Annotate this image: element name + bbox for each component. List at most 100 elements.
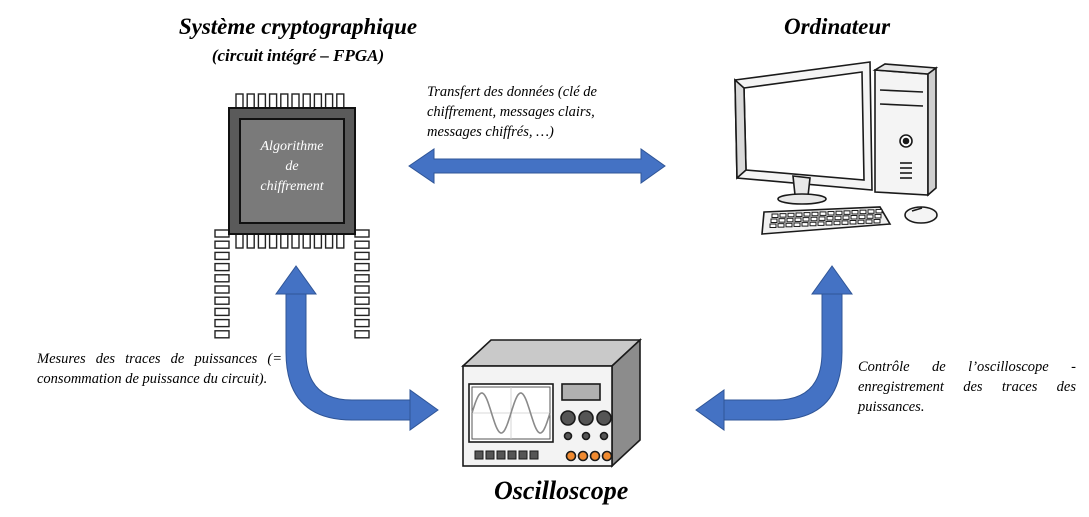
oscilloscope-button	[507, 450, 517, 460]
chip-pin	[235, 233, 244, 249]
keyboard-key	[834, 215, 842, 221]
keyboard-key	[843, 210, 851, 215]
oscilloscope-button	[529, 450, 539, 460]
keyboard-key	[826, 216, 834, 221]
chip-pin	[268, 93, 278, 109]
keyboard-key	[795, 212, 803, 217]
keyboard-key	[849, 220, 857, 225]
chip-pin	[354, 240, 370, 249]
crypto-system-title: Système cryptographique	[178, 14, 418, 39]
chip-pin	[354, 285, 370, 294]
chip-pin	[324, 93, 334, 109]
chip-label-line1: Algorithme	[260, 139, 324, 154]
keyboard-key	[769, 223, 777, 228]
chip-pin	[214, 240, 230, 249]
chip-pin	[354, 296, 370, 305]
keyboard-key	[841, 220, 849, 225]
keyboard-key	[833, 220, 841, 226]
chip-pin	[313, 233, 323, 249]
keyboard-key	[801, 222, 809, 227]
chip-pin	[214, 330, 230, 339]
keyboard-key	[817, 221, 825, 226]
oscilloscope-icon	[460, 338, 643, 468]
keyboard-key	[785, 222, 793, 228]
keyboard-key	[777, 223, 785, 228]
computer-title: Ordinateur	[784, 14, 891, 39]
keyboard-key	[825, 221, 833, 226]
chip-pin	[280, 233, 289, 249]
oscilloscope-button	[496, 450, 506, 460]
chip-pin	[354, 330, 370, 339]
measures-note: Mesures des traces de puissances (= cons…	[37, 351, 282, 387]
keyboard-key	[778, 218, 786, 223]
keyboard-key	[875, 208, 883, 214]
keyboard-key	[809, 221, 817, 227]
transfer-note: Transfert des données (clé de chiffremen…	[427, 84, 597, 140]
keyboard-key	[771, 213, 779, 218]
chip-pin	[291, 233, 300, 249]
chip-pin	[336, 93, 345, 109]
chip-label: Algorithme de chiffrement	[242, 137, 342, 197]
chip-pin	[313, 93, 323, 109]
chip-pin	[336, 233, 345, 249]
keyboard-key	[873, 218, 881, 224]
keyboard-key	[819, 211, 827, 216]
keyboard-key	[835, 210, 843, 216]
chip-pin	[214, 307, 230, 317]
keyboard-key	[851, 210, 859, 215]
keyboard-key	[794, 217, 802, 222]
keyboard-key	[827, 211, 835, 216]
chip-pin	[268, 233, 278, 249]
keyboard-key	[802, 217, 810, 222]
chip-label-line2: de	[285, 159, 299, 174]
keyboard-key	[803, 212, 811, 217]
keyboard-key	[842, 215, 850, 220]
chip-pin	[246, 233, 255, 249]
oscilloscope-button	[474, 450, 484, 460]
chip-label-line3: chiffrement	[260, 179, 324, 194]
oscilloscope-title: Oscilloscope	[494, 476, 629, 505]
chip-pin	[246, 93, 255, 109]
chip-pin	[354, 229, 370, 238]
chip-pin	[302, 233, 311, 249]
keyboard-key	[850, 215, 858, 220]
crypto-system-subtitle: (circuit intégré – FPGA)	[211, 46, 385, 65]
chip-pin	[302, 93, 311, 109]
chip-pin	[354, 318, 370, 328]
chip-pin	[257, 233, 267, 249]
chip-pin	[291, 93, 300, 109]
chip-pin	[214, 274, 230, 283]
control-arrow	[695, 265, 853, 431]
chip-pin	[214, 229, 230, 238]
chip-pin	[235, 93, 244, 109]
keyboard-key	[793, 222, 801, 227]
chip-pin	[354, 307, 370, 317]
chip-pin	[354, 274, 370, 283]
keyboard-key	[787, 212, 795, 218]
chip-pin	[214, 318, 230, 328]
keyboard-key	[770, 218, 778, 223]
keyboard-key	[810, 216, 818, 222]
chip-pin	[214, 296, 230, 305]
chip-pin	[214, 285, 230, 294]
chip-pin	[354, 251, 370, 261]
keyboard-key	[865, 219, 873, 224]
keyboard-key	[786, 217, 794, 223]
measures-arrow	[275, 265, 439, 431]
chip-pin	[324, 233, 334, 249]
oscilloscope-button	[485, 450, 495, 460]
chip-pin	[280, 93, 289, 109]
control-note: Contrôle de l’oscilloscope - enregistrem…	[858, 359, 1076, 415]
keyboard-key	[818, 216, 826, 221]
keyboard-key	[779, 213, 787, 218]
keyboard-key	[858, 214, 866, 220]
keyboard-key	[857, 219, 865, 225]
computer-icon	[734, 61, 939, 235]
data-transfer-arrow	[408, 148, 666, 184]
chip-icon	[214, 93, 370, 339]
keyboard-key	[867, 209, 875, 214]
chip-pin	[354, 262, 370, 272]
keyboard-key	[874, 213, 882, 219]
chip-pin	[214, 251, 230, 261]
